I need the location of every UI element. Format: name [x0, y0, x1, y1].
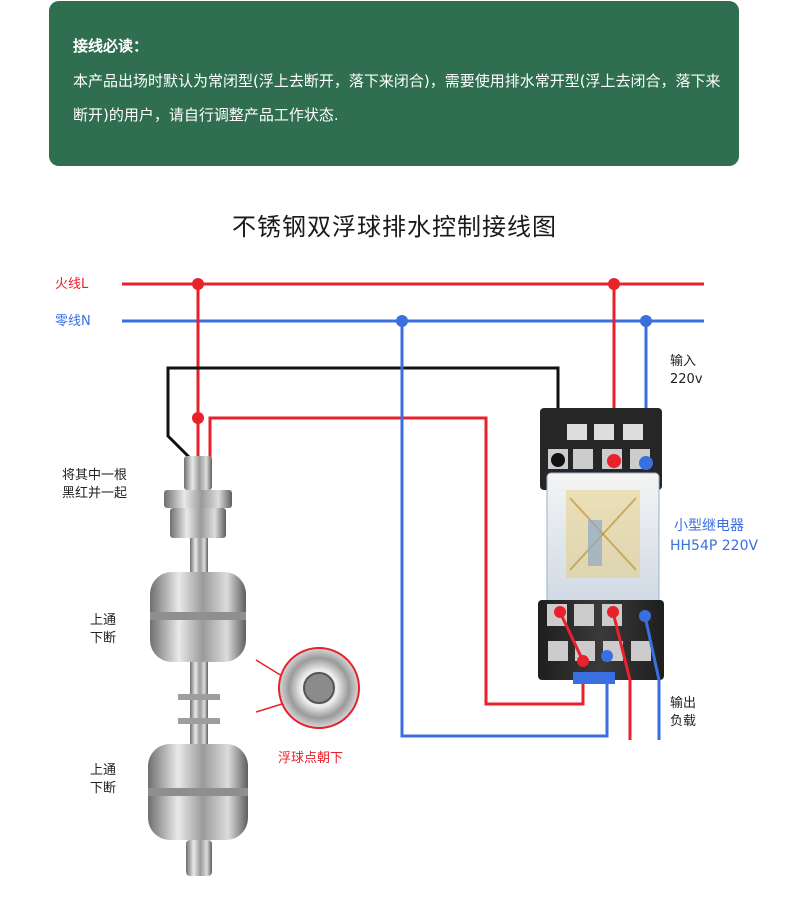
terminal-dot — [577, 655, 589, 667]
relay-model: HH54P 220V — [670, 538, 759, 554]
terminal-dot — [639, 456, 653, 470]
junction-dot — [640, 315, 652, 327]
sensor-to-relay-red-wire — [208, 416, 585, 706]
input-label: 输入 220v — [670, 353, 703, 389]
terminal-dot — [554, 606, 566, 618]
upper-float-up: 上通 — [90, 613, 117, 628]
notice-body: 本产品出场时默认为常闭型(浮上去断开，落下来闭合)，需要使用排水常开型(浮上去闭… — [73, 72, 721, 124]
input-voltage-label: 220v — [670, 372, 703, 387]
notice-banner: 接线必读： 本产品出场时默认为常闭型(浮上去断开，落下来闭合)，需要使用排水常开… — [49, 1, 739, 166]
relay-jumper-red-wire — [558, 611, 585, 662]
diagram-title: 不锈钢双浮球排水控制接线图 — [232, 213, 557, 241]
junction-dot — [192, 278, 204, 290]
join-note-line: 将其中一根 — [62, 468, 128, 483]
float-dot-label: 浮球点朝下 — [278, 751, 344, 766]
upper-float-label: 上通 下断 — [90, 612, 116, 648]
upper-float-down: 下断 — [90, 631, 117, 646]
terminal-dot — [551, 453, 565, 467]
relay-label: 小型继电器 HH54P 220V — [670, 516, 758, 556]
callout-line — [255, 659, 283, 677]
output-label: 输出 负载 — [670, 695, 696, 731]
junction-dot — [396, 315, 408, 327]
junction-dot — [192, 412, 204, 424]
join-note: 将其中一根 黑红并一起 — [62, 467, 142, 503]
terminal-dot — [639, 610, 651, 622]
float-switch — [148, 456, 248, 876]
live-line-label: 火线L — [55, 277, 89, 292]
neutral-return-wire — [400, 321, 609, 738]
black-wire — [166, 366, 560, 460]
input-label-line: 输入 — [670, 354, 697, 369]
join-note-line: 黑红并一起 — [62, 486, 128, 501]
notice-title: 接线必读： — [73, 37, 149, 55]
lower-float-down: 下断 — [90, 781, 117, 796]
load-live-wire — [611, 611, 632, 740]
output-label-line: 输出 — [670, 696, 697, 711]
callout-line — [255, 703, 283, 713]
terminal-dot — [601, 650, 613, 662]
lower-float-label: 上通 下断 — [90, 762, 116, 798]
junction-dot — [608, 278, 620, 290]
lower-float-up: 上通 — [90, 763, 117, 778]
relay-name: 小型继电器 — [674, 518, 744, 534]
neutral-line-label: 零线N — [55, 314, 91, 329]
load-neutral-wire — [643, 615, 661, 740]
relay — [538, 408, 664, 684]
terminal-dot — [607, 454, 621, 468]
terminal-dot — [607, 606, 619, 618]
float-dot — [303, 672, 335, 704]
load-label: 负载 — [670, 714, 697, 729]
